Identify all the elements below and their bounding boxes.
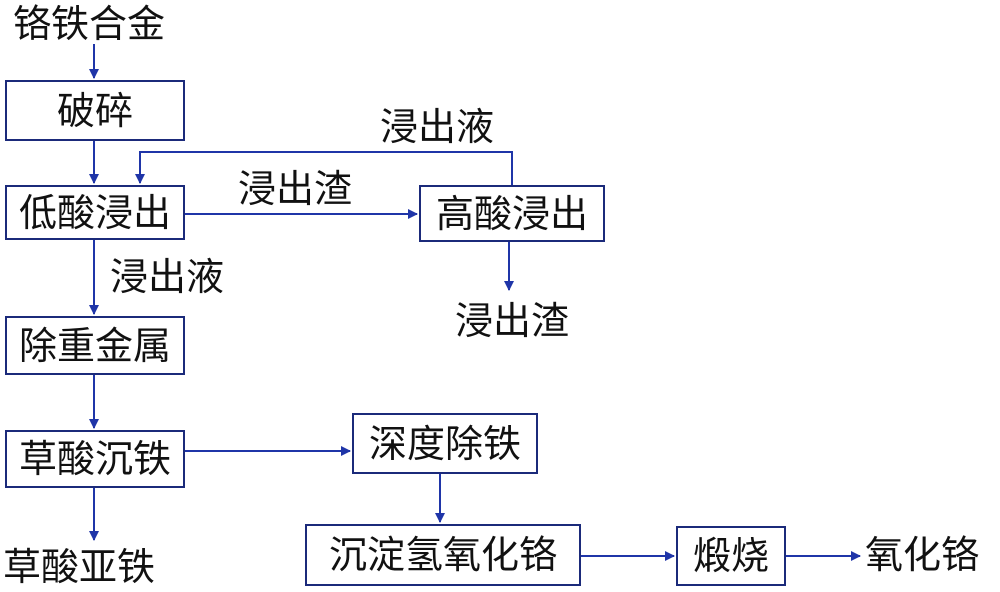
box-heavy-metal-removal: 除重金属	[5, 316, 185, 375]
box-crushing: 破碎	[5, 80, 185, 141]
leach-liquid-left-label: 浸出液	[110, 255, 225, 299]
box-heavy-metal-removal-label: 除重金属	[18, 323, 171, 368]
chromium-oxide-label: 氧化铬	[865, 533, 980, 577]
box-low-acid-leach: 低酸浸出	[5, 185, 185, 240]
box-low-acid-leach-label: 低酸浸出	[18, 190, 171, 235]
box-deep-iron-removal: 深度除铁	[352, 413, 538, 474]
ferrous-oxalate-label: 草酸亚铁	[3, 545, 156, 589]
box-cr-hydroxide-precip-label: 沉淀氢氧化铬	[328, 533, 557, 577]
box-crushing-label: 破碎	[56, 88, 133, 133]
box-deep-iron-removal-label: 深度除铁	[368, 421, 521, 466]
leach-liquid-top-label: 浸出液	[380, 105, 495, 149]
box-high-acid-leach: 高酸浸出	[419, 185, 605, 242]
box-oxalic-iron-precip-label: 草酸沉铁	[18, 437, 171, 481]
leach-residue-bottom-label: 浸出渣	[455, 299, 570, 343]
box-oxalic-iron-precip: 草酸沉铁	[5, 430, 185, 488]
box-cr-hydroxide-precip: 沉淀氢氧化铬	[305, 524, 581, 586]
start-label: 铬铁合金	[13, 2, 166, 46]
leach-residue-mid-label: 浸出渣	[238, 167, 353, 211]
box-calcination-label: 煅烧	[692, 534, 769, 578]
box-calcination: 煅烧	[676, 526, 786, 586]
box-high-acid-leach-label: 高酸浸出	[435, 191, 588, 236]
arrow-leach-liquid-return	[135, 151, 513, 185]
